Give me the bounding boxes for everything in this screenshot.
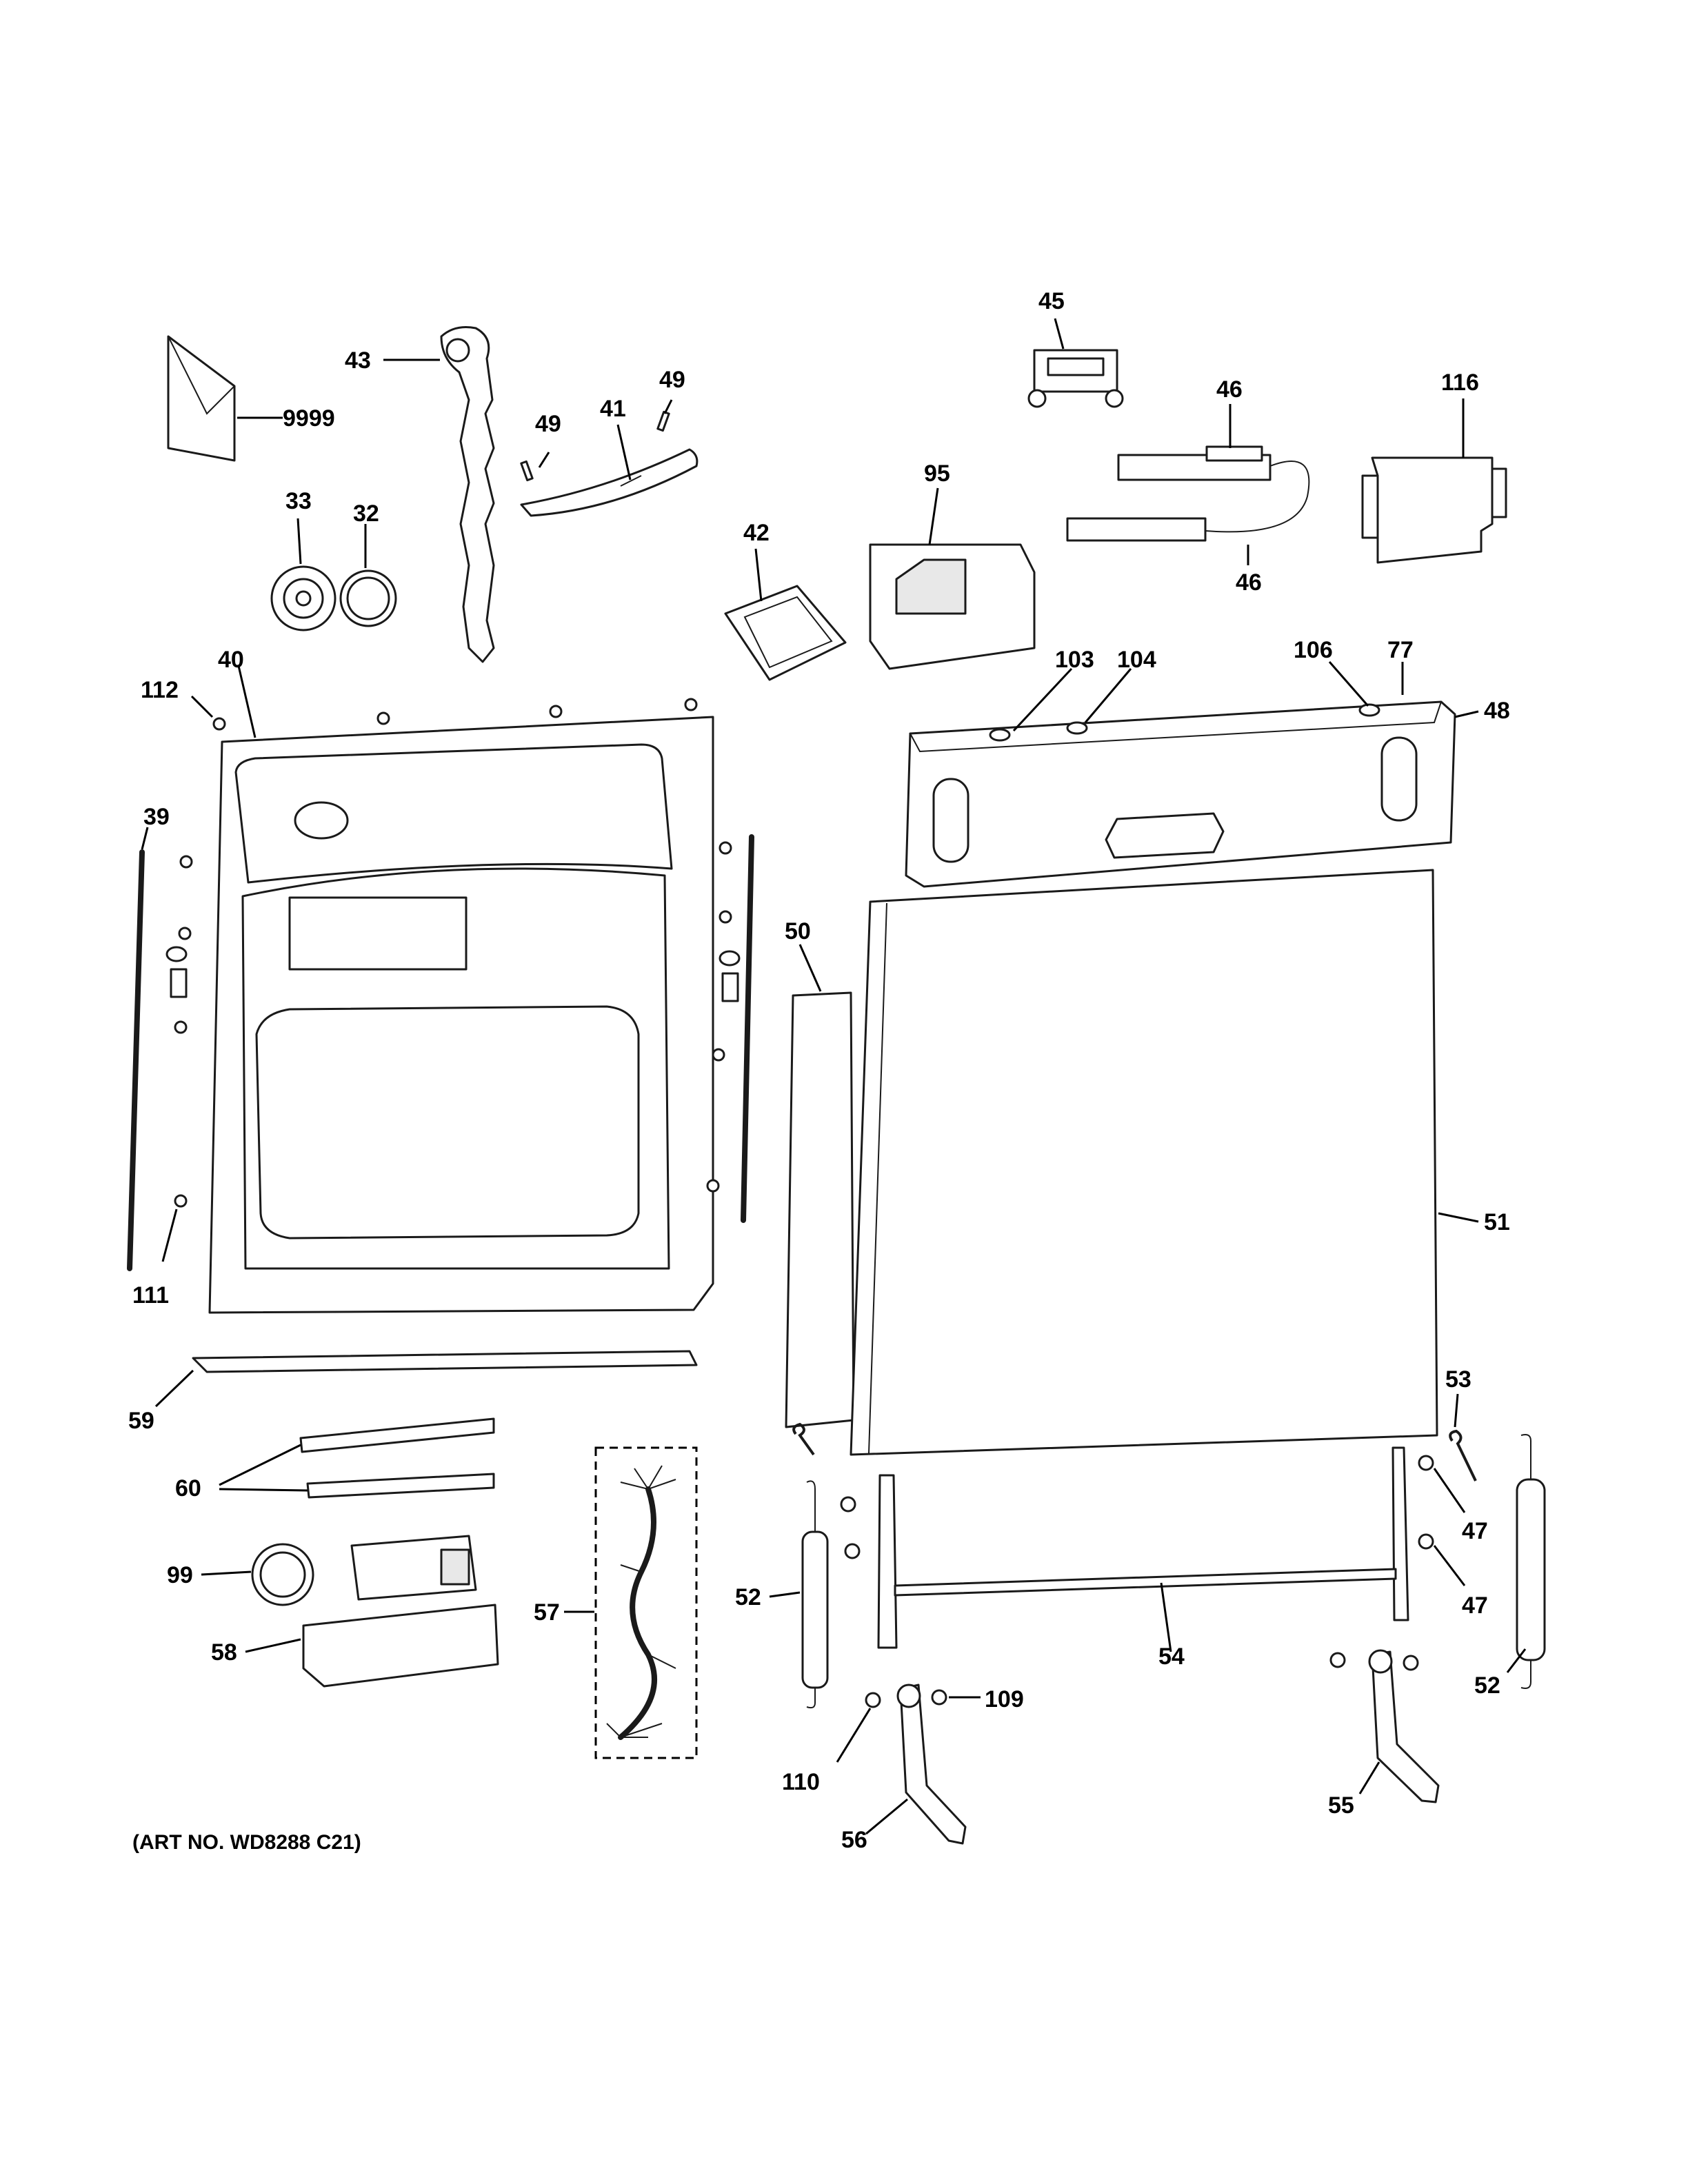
callout-32: 32 [353,501,379,527]
callout-57: 57 [534,1599,560,1626]
bracket-screw-part [840,1455,1466,1586]
callout-50: 50 [785,918,811,944]
callout-9999: 9999 [283,405,335,432]
literature-part [167,335,283,462]
door-trim-part [785,944,855,1428]
control-housing-part [245,1535,499,1688]
bottom-gasket-part [154,1350,698,1408]
cap-part [270,518,336,631]
callout-53: 53 [1445,1366,1471,1393]
callout-52-left: 52 [735,1584,761,1610]
hinge-arm-left-part [836,1684,981,1845]
board-cover-part [1361,398,1507,564]
knob-part [201,1543,314,1606]
callout-58: 58 [211,1639,237,1666]
callout-43: 43 [345,347,371,374]
callout-104: 104 [1117,647,1156,673]
latch-part [1027,318,1124,408]
vent-arm-part [383,326,495,663]
callout-46-bottom: 46 [1236,569,1262,596]
dispenser-part [869,487,1036,670]
callout-42: 42 [743,520,770,546]
callout-55: 55 [1328,1792,1354,1819]
spring-part [769,1434,1546,1709]
callout-112: 112 [141,677,179,703]
callout-47-top: 47 [1462,1518,1488,1544]
callout-33: 33 [285,488,312,514]
callout-48: 48 [1484,698,1510,724]
callout-40: 40 [218,647,244,673]
callout-47-bottom: 47 [1462,1593,1488,1619]
handle-part [520,399,699,517]
callout-99: 99 [167,1562,193,1588]
callout-49-right: 49 [659,367,685,393]
callout-59: 59 [128,1408,154,1434]
callout-49-left: 49 [535,411,561,437]
callout-41: 41 [600,396,626,422]
callout-103: 103 [1055,647,1094,673]
hinge-arm-right-part [1329,1649,1440,1803]
vent-strip-part [219,1417,495,1499]
callout-39: 39 [143,804,170,830]
ring-part [339,524,397,627]
callout-56: 56 [841,1827,867,1853]
callout-51: 51 [1484,1209,1510,1235]
callout-77: 77 [1387,637,1414,663]
callout-labels: 9999 43 49 49 41 33 32 45 46 46 116 95 4… [128,288,1510,1853]
screw-set-part [161,841,741,1262]
filter-base-part [724,548,847,681]
callout-111: 111 [132,1282,169,1308]
callout-52-right: 52 [1474,1672,1500,1699]
outer-door-part [850,869,1479,1456]
wire-harness-part [564,1446,698,1759]
screw-part [190,695,698,731]
callout-60: 60 [175,1475,201,1502]
callout-95: 95 [924,461,950,487]
gasket-strip-part [127,827,754,1271]
outer-panel-top-part [905,661,1479,888]
callout-116: 116 [1441,370,1479,396]
callout-109: 109 [985,1686,1024,1712]
callout-106: 106 [1294,637,1333,663]
callout-46-top: 46 [1216,376,1243,403]
hook-part [792,1393,1477,1482]
callout-110: 110 [782,1769,820,1795]
callout-54: 54 [1158,1644,1185,1670]
art-number: (ART NO. WD8288 C21) [132,1831,361,1854]
callout-45: 45 [1038,288,1065,314]
light-bar-part [1066,404,1310,565]
hinge-rod-part [877,1446,1409,1652]
inner-door-part [208,665,714,1314]
